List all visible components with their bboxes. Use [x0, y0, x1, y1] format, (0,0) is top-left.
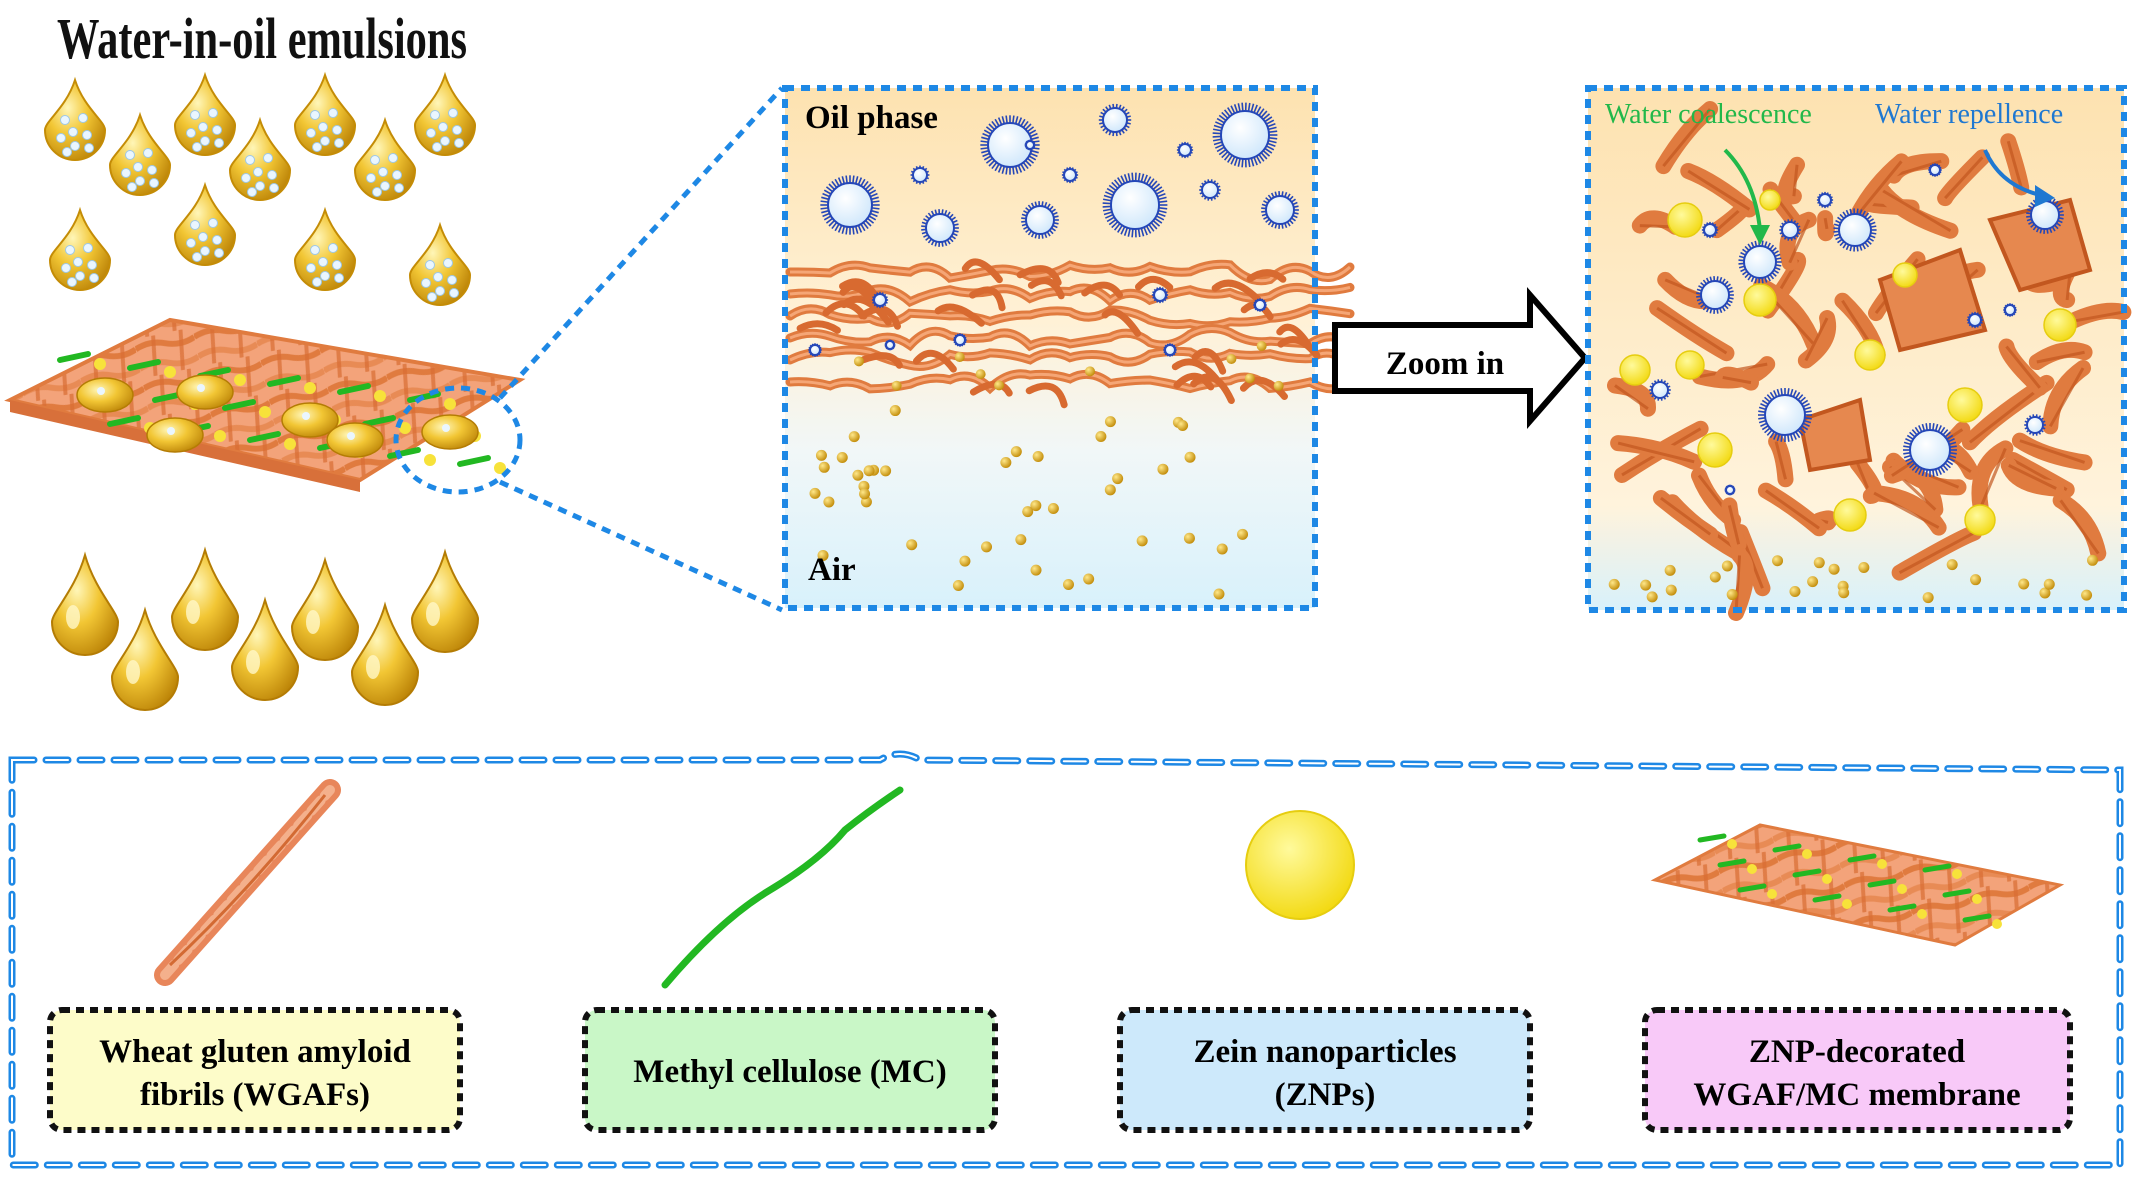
water-droplet [2003, 303, 2017, 317]
water-droplet [1102, 172, 1168, 238]
repellence-arrow [1983, 149, 2041, 197]
water-droplet [1724, 484, 1736, 496]
legend-label-line2: (ZNPs) [1275, 1077, 1376, 1113]
water-droplet [1928, 163, 1942, 177]
emulsion-droplet [293, 71, 357, 156]
water-in-oil-droplets [43, 71, 477, 306]
water-droplet [1021, 201, 1059, 239]
zoom-label: Zoom in [1386, 346, 1504, 382]
oil-droplet [110, 606, 180, 711]
water-droplet [2024, 414, 2046, 436]
water-droplet [1212, 102, 1278, 168]
water-droplet [1816, 191, 1834, 209]
magnifier-circle [393, 385, 523, 495]
air-label: Air [808, 552, 856, 588]
water-droplet [884, 339, 896, 351]
water-droplet [1649, 379, 1671, 401]
water-droplet [1696, 276, 1734, 314]
emulsion-droplet [353, 116, 417, 201]
wgaf-fibril-icon [154, 779, 341, 986]
zoom-panel: Water coalescence Water repellence [1585, 85, 2132, 621]
emulsion-droplet [173, 71, 237, 156]
legend-item: Wheat gluten amyloid fibrils (WGAFs) [47, 1007, 463, 1133]
legend-frame [8, 750, 2124, 1169]
emulsion-droplet [293, 206, 357, 291]
water-droplet [921, 209, 959, 247]
water-droplet [1903, 423, 1957, 477]
legend-label-line1: Methyl cellulose (MC) [633, 1054, 946, 1090]
water-droplet [1024, 139, 1036, 151]
legend-item: Zein nanoparticles (ZNPs) [1117, 1007, 1533, 1133]
emulsion-droplet [173, 181, 237, 266]
water-droplet [1098, 103, 1132, 137]
water-droplet [808, 343, 822, 357]
coalescence-arrow [1723, 148, 1762, 231]
water-droplet [1966, 311, 1984, 329]
filtered-oil-droplets [50, 546, 480, 711]
oil-droplet [50, 551, 120, 656]
water-droplet [820, 175, 880, 235]
zoom-arrow: Zoom in [1332, 287, 1589, 429]
figure-title: Water-in-oil emulsions [57, 6, 467, 71]
water-droplet [1163, 343, 1177, 357]
water-droplet [1701, 221, 1719, 239]
legend-label-line1: ZNP-decorated [1749, 1034, 1965, 1070]
membrane-legend-icon [1650, 823, 2065, 947]
legend-label-line2: WGAF/MC membrane [1693, 1077, 2020, 1113]
oil-droplet [170, 546, 240, 651]
legend-label-line1: Zein nanoparticles [1193, 1034, 1456, 1070]
water-droplet [1261, 191, 1299, 229]
water-droplet [1199, 179, 1221, 201]
water-droplet [1779, 219, 1801, 241]
water-droplet [1151, 286, 1169, 304]
emulsion-droplet [228, 116, 292, 201]
water-droplet [1833, 208, 1877, 252]
membrane-illustration [4, 86, 784, 613]
water-droplet [1253, 298, 1267, 312]
water-coalescence-label: Water coalescence [1605, 99, 1812, 130]
water-repellence-label: Water repellence [1875, 99, 2063, 130]
water-droplet [1738, 240, 1782, 284]
oil-phase-panel: Oil phase Air [782, 85, 1355, 611]
legend-item: Methyl cellulose (MC) [582, 1007, 998, 1133]
water-droplet [871, 291, 889, 309]
legend-label-line1: Wheat gluten amyloid [99, 1034, 411, 1070]
water-droplet [1061, 166, 1079, 184]
emulsion-droplet [413, 71, 477, 156]
water-droplet [980, 115, 1040, 175]
mc-fiber-icon [661, 786, 904, 989]
emulsion-droplet [108, 111, 172, 196]
oil-droplet [350, 601, 420, 706]
emulsion-droplet [43, 76, 107, 161]
znp-particle-icon [1245, 810, 1355, 920]
water-droplet [953, 333, 967, 347]
oil-droplet [410, 548, 480, 653]
water-droplet [910, 165, 930, 185]
water-droplet [1176, 141, 1194, 159]
oil-phase-label: Oil phase [805, 100, 938, 136]
legend-label-line2: fibrils (WGAFs) [140, 1077, 370, 1113]
emulsion-droplet [408, 221, 472, 306]
water-droplet [1758, 388, 1812, 442]
emulsion-droplet [48, 206, 112, 291]
oil-droplet [290, 556, 360, 661]
oil-droplet [230, 596, 300, 701]
